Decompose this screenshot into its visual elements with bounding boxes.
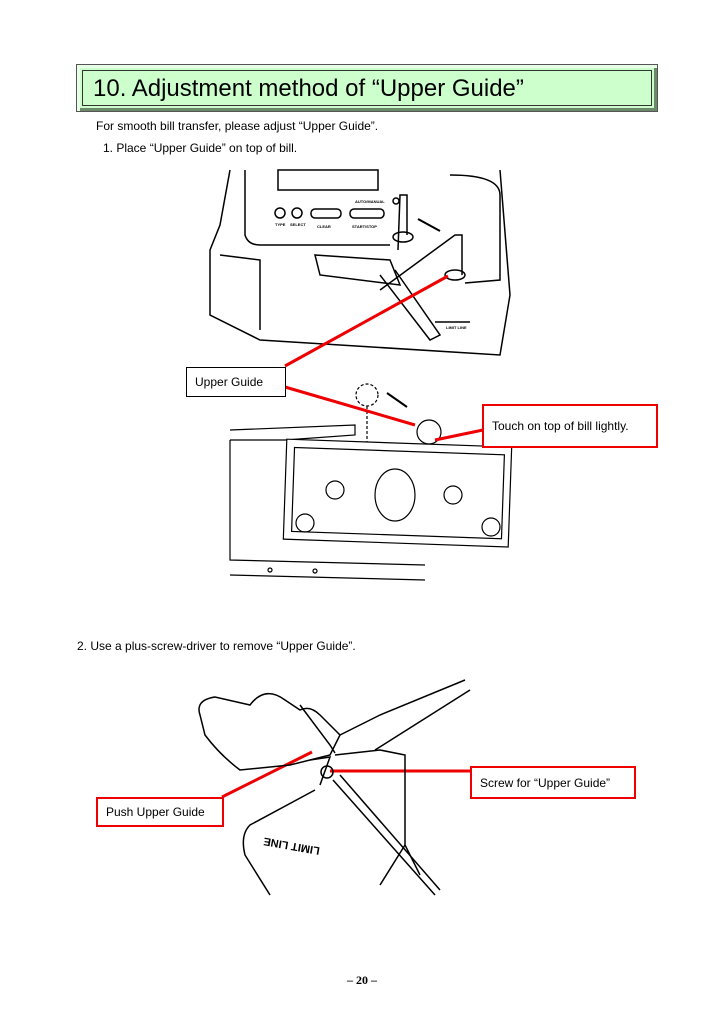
section-title: 10. Adjustment method of “Upper Guide” (93, 75, 524, 102)
start-stop-label: START/STOP (352, 224, 377, 229)
auto-manual-label: AUTO/MANUAL (355, 199, 385, 204)
step2-text: 2. Use a plus-screw-driver to remove “Up… (77, 639, 356, 653)
callout-screw: Screw for “Upper Guide” (470, 766, 636, 799)
callout-touch-bill: Touch on top of bill lightly. (482, 404, 658, 448)
page-number: – 20 – (347, 973, 377, 987)
callout-push-upper-guide: Push Upper Guide (96, 797, 224, 827)
limit-line-label-2: LIMIT LINE (263, 835, 321, 857)
section-title-inner: 10. Adjustment method of “Upper Guide” (82, 70, 652, 106)
bill-illustration (229, 383, 513, 581)
limit-line-label: LIMIT LINE (446, 325, 467, 330)
select-label: SELECT (290, 222, 306, 227)
clear-label: CLEAR (317, 224, 331, 229)
machine-illustration: TYPE SELECT CLEAR START/STOP AUTO/MANUAL… (209, 169, 511, 356)
step1-text: 1. Place “Upper Guide” on top of bill. (103, 141, 298, 155)
section-title-box: 10. Adjustment method of “Upper Guide” (76, 64, 658, 112)
screwdriver-illustration: LIMIT LINE (198, 679, 471, 896)
type-label: TYPE (275, 222, 286, 227)
intro-text: For smooth bill transfer, please adjust … (96, 119, 379, 133)
callout-upper-guide: Upper Guide (186, 367, 286, 397)
